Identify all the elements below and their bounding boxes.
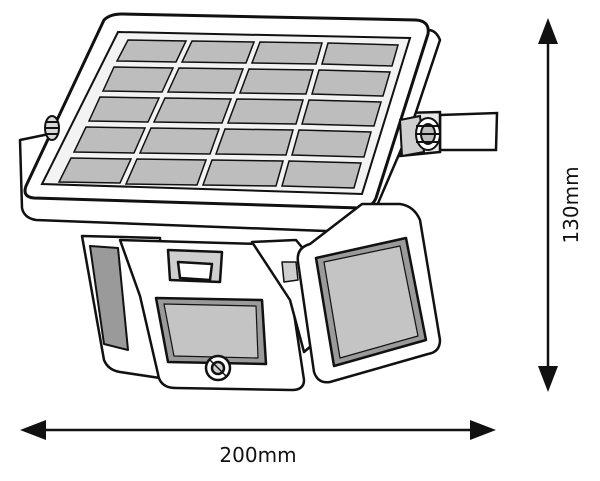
left-hinge-knob	[44, 115, 60, 141]
width-dimension	[20, 420, 496, 440]
height-label: 130mm	[559, 166, 583, 243]
solar-cells	[57, 39, 399, 189]
central-housing	[118, 238, 306, 392]
right-hinge-knob	[398, 114, 441, 158]
width-label: 200mm	[219, 443, 296, 467]
light-unit	[80, 202, 442, 392]
height-dimension	[538, 18, 558, 392]
motion-sensor-icon	[204, 354, 232, 382]
right-light-head	[296, 202, 442, 384]
solar-panel	[18, 12, 442, 234]
